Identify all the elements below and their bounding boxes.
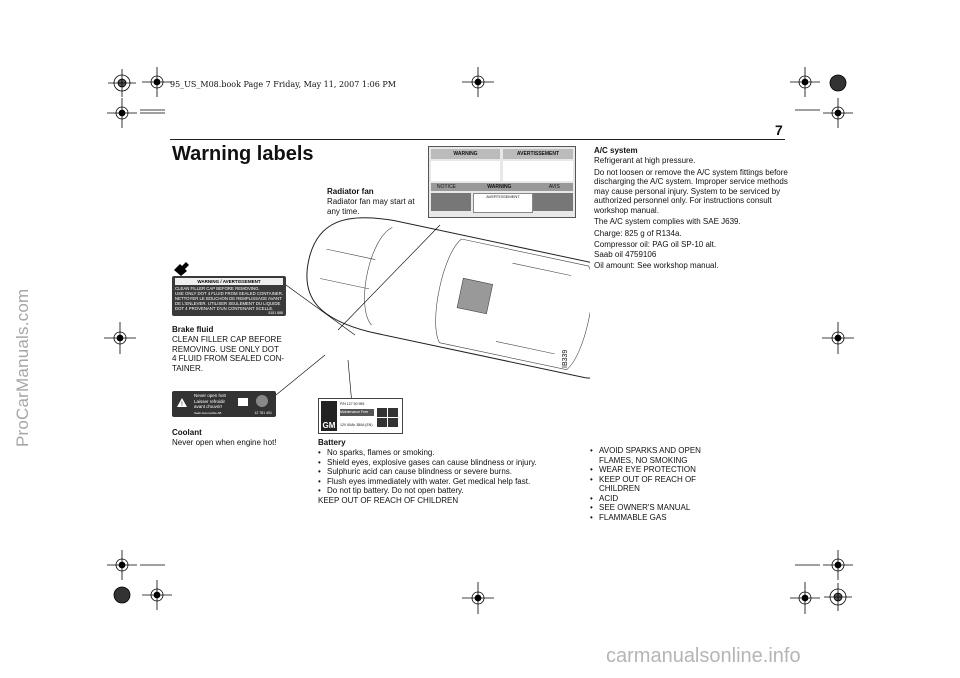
registration-mark-icon (462, 582, 494, 614)
registration-mark-icon (790, 582, 820, 614)
ac-label-notice-block (431, 193, 471, 211)
page-number: 7 (775, 122, 783, 138)
ac-label-avis: AVIS (548, 184, 560, 190)
battery-label-graphic: GM P/N 127 50 955 Maintenance Free 12V 6… (318, 398, 403, 434)
battery-bullet-list: No sparks, flames or smoking. Shield eye… (318, 448, 568, 496)
radiator-fan-text: Radiator fan may start at any time. (327, 197, 415, 216)
radiator-fan-section: Radiator fan Radiator fan may start at a… (327, 187, 422, 216)
coolant-label-line: Never open hot! (194, 393, 227, 398)
coolant-label-text: Never open hot! Laisser refroidir avant … (194, 393, 226, 410)
warning-triangle-icon: ! (177, 394, 187, 412)
ac-label-text-block (503, 161, 573, 181)
brake-label-code: 5151 888 (268, 311, 283, 315)
registration-mark-icon (462, 67, 494, 97)
battery-symbol-list: AVOID SPARKS AND OPEN FLAMES, NO SMOKING… (590, 446, 720, 522)
battery-bullet: Do not tip battery. Do not open battery. (318, 486, 568, 496)
coolant-label-line: avant d'ouvrir! (194, 404, 223, 409)
ac-label-avertissement: AVERTISSEMENT (503, 149, 573, 159)
radiator-fan-heading: Radiator fan (327, 187, 374, 196)
saab-logo-icon (256, 395, 268, 407)
battery-symbol-item: AVOID SPARKS AND OPEN FLAMES, NO SMOKING (590, 446, 720, 465)
battery-label-pn: P/N 127 50 955 (340, 402, 365, 406)
brake-label-title: WARNING / AVERTISSEMENT (175, 278, 283, 285)
car-top-view-illustration (275, 217, 590, 405)
registration-mark-icon (142, 580, 172, 610)
battery-label-rating: 12V 60Ah 380A (EN) (340, 423, 373, 427)
ac-system-section: A/C system Refrigerant at high pressure.… (594, 146, 790, 273)
battery-symbol-item: WEAR EYE PROTECTION (590, 465, 720, 475)
brake-label-line: CLEAN FILLER CAP BEFORE REMOVING. (175, 286, 260, 291)
bottom-watermark: carmanualsonline.info (606, 645, 801, 667)
ac-paragraph: Do not loosen or remove the A/C system f… (594, 167, 788, 215)
registration-mark-icon (823, 550, 853, 580)
ac-label-graphic: WARNING AVERTISSEMENT NOTICE WARNING AVI… (428, 146, 576, 218)
brake-label-text: CLEAN FILLER CAP BEFORE REMOVING. USE ON… (175, 286, 283, 311)
ac-label-warning-2: WARNING (487, 184, 512, 190)
registration-mark-icon (824, 583, 852, 611)
battery-symbol-item: KEEP OUT OF REACH OF CHILDREN (590, 475, 720, 494)
ac-paragraph: Charge: 825 g of R134a. (594, 228, 682, 238)
battery-bullet: Sulphuric acid can cause blindness or se… (318, 467, 568, 477)
figure-code: IB339 (562, 349, 569, 368)
ac-paragraph: The A/C system complies with SAE J639. (594, 217, 741, 226)
svg-text:!: ! (181, 402, 183, 407)
brake-fluid-pump-icon (172, 260, 192, 278)
battery-bullet: Flush eyes immediately with water. Get m… (318, 477, 568, 487)
registration-mark-icon (107, 98, 137, 128)
battery-symbol-item: FLAMMABLE GAS (590, 513, 720, 523)
registration-mark-icon (790, 67, 820, 97)
brake-fluid-label-graphic: WARNING / AVERTISSEMENT CLEAN FILLER CAP… (172, 276, 286, 316)
battery-symbol-list-section: AVOID SPARKS AND OPEN FLAMES, NO SMOKING… (590, 446, 720, 522)
battery-heading: Battery (318, 438, 346, 447)
battery-footer: KEEP OUT OF REACH OF CHILDREN (318, 495, 459, 505)
coolant-label-graphic: ! Never open hot! Laisser refroidir avan… (172, 391, 276, 417)
coolant-container-icon (238, 398, 248, 406)
coolant-label-code: 12 781 401 (254, 411, 272, 415)
ac-label-notice: NOTICE (437, 184, 456, 190)
brake-label-line: DE L'ENLEVER. UTILISER SEULEMENT DU LIQU… (175, 301, 281, 306)
brake-label-line: USE ONLY DOT 4 FLUID FROM SEALED CONTAIN… (175, 291, 284, 296)
battery-symbol-item: SEE OWNER'S MANUAL (590, 503, 720, 513)
ac-label-avis-block (533, 193, 573, 211)
ac-label-text-block (431, 161, 500, 181)
registration-mark-icon (108, 69, 136, 97)
battery-label-type: Maintenance Free (340, 409, 374, 416)
ac-label-avert-block: AVERTISSEMENT (473, 193, 533, 213)
brake-fluid-section: Brake fluid CLEAN FILLER CAP BEFORE REMO… (172, 325, 284, 373)
registration-mark-icon (107, 550, 137, 580)
brake-label-line: NETTOYER LE BOUCHON DE REMPLISSAGE AVANT (175, 296, 282, 301)
ac-paragraph: Oil amount: See workshop manual. (594, 261, 719, 270)
coolant-heading: Coolant (172, 428, 202, 437)
ac-label-bar: NOTICE WARNING AVIS (431, 183, 573, 191)
battery-symbol-item: ACID (590, 494, 720, 504)
battery-bullet: Shield eyes, explosive gases can cause b… (318, 458, 568, 468)
gm-logo-icon: GM (321, 401, 337, 431)
registration-mark-icon (822, 322, 854, 354)
ac-label-warning: WARNING (431, 149, 500, 159)
battery-symbols-icon (377, 408, 399, 433)
registration-mark-icon (823, 98, 853, 128)
brake-fluid-text: CLEAN FILLER CAP BEFORE REMOVING. USE ON… (172, 335, 285, 373)
page-title: Warning labels (172, 143, 314, 165)
brake-label-line: DOT 4 PROVENANT D'UN CONTENANT SCELLE. (175, 306, 274, 311)
ac-paragraph: Compressor oil: PAG oil SP-10 alt. Saab … (594, 240, 717, 259)
registration-mark-icon (829, 74, 847, 92)
ac-paragraph: Refrigerant at high pressure. (594, 156, 696, 165)
registration-mark-icon (142, 67, 172, 97)
coolant-text: Never open when engine hot! (172, 438, 277, 447)
brake-fluid-heading: Brake fluid (172, 325, 214, 334)
coolant-label-maker: Saab Automobile AB (194, 411, 222, 415)
book-info-line: 95_US_M08.book Page 7 Friday, May 11, 20… (170, 80, 396, 89)
coolant-section: Coolant Never open when engine hot! (172, 428, 302, 448)
header-rule (170, 139, 785, 140)
battery-section: Battery No sparks, flames or smoking. Sh… (318, 438, 568, 505)
coolant-label-line: Laisser refroidir (194, 398, 226, 404)
registration-mark-icon (104, 322, 136, 354)
battery-bullet: No sparks, flames or smoking. (318, 448, 568, 458)
registration-mark-icon (113, 586, 131, 604)
ac-system-heading: A/C system (594, 146, 638, 155)
